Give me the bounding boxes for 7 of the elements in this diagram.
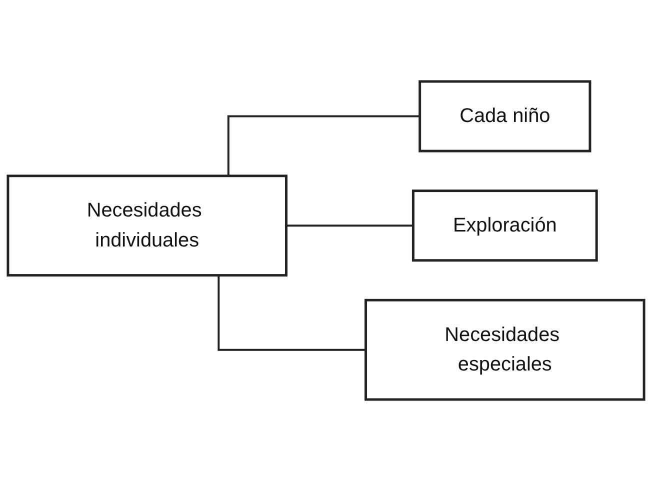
connector — [285, 224, 414, 227]
node-box: Necesidades especiales — [364, 298, 646, 401]
node-box: Cada niño — [418, 80, 592, 152]
node-box: Necesidades individuales — [6, 174, 288, 277]
node-box: Exploración — [412, 190, 598, 262]
connector — [218, 275, 366, 351]
connector — [227, 115, 420, 176]
